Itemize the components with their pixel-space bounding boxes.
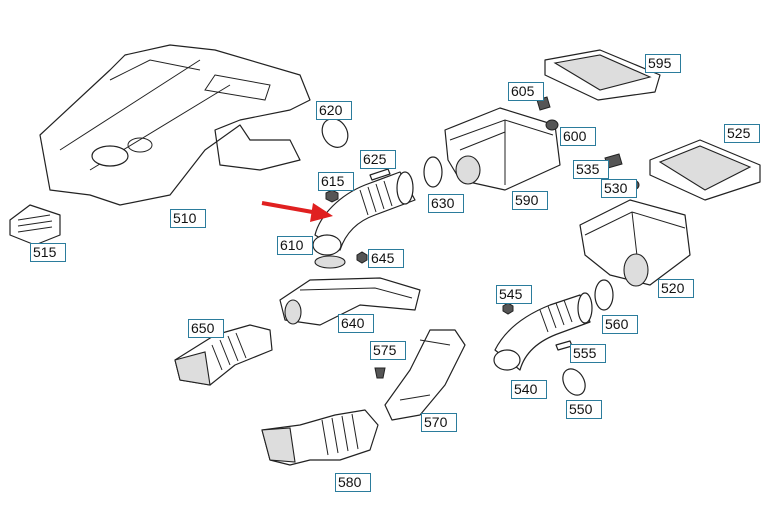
callout-590[interactable]: 590: [512, 191, 548, 210]
part-580-intake-hose: [261, 409, 379, 466]
callout-560[interactable]: 560: [602, 315, 638, 334]
callout-575[interactable]: 575: [370, 341, 406, 360]
part-600-plug: [545, 119, 559, 131]
callout-525[interactable]: 525: [724, 124, 760, 143]
callout-555[interactable]: 555: [570, 344, 606, 363]
part-525-air-filter: [649, 139, 761, 201]
part-640-air-duct: [279, 277, 421, 326]
callout-620[interactable]: 620: [316, 101, 352, 120]
part-520-filter-housing: [579, 199, 691, 287]
part-560-seal: [594, 279, 614, 311]
callout-540[interactable]: 540: [511, 380, 547, 399]
part-595-air-filter: [544, 49, 661, 101]
red-pointer-arrow: [261, 201, 333, 222]
callout-530[interactable]: 530: [601, 179, 637, 198]
part-590-filter-housing: [444, 107, 561, 191]
part-545-nut: [502, 302, 514, 315]
callout-580[interactable]: 580: [335, 473, 371, 492]
part-650-intake-hose: [174, 324, 273, 386]
callout-510[interactable]: 510: [170, 209, 206, 228]
part-515: [9, 204, 61, 246]
callout-550[interactable]: 550: [566, 400, 602, 419]
callout-650[interactable]: 650: [188, 319, 224, 338]
callout-640[interactable]: 640: [338, 314, 374, 333]
part-570-air-duct: [384, 329, 466, 421]
callout-595[interactable]: 595: [645, 54, 681, 73]
callout-605[interactable]: 605: [508, 82, 544, 101]
callout-625[interactable]: 625: [360, 150, 396, 169]
part-510-engine-cover: [39, 44, 311, 206]
part-610-intake-duct: [312, 171, 416, 269]
callout-645[interactable]: 645: [368, 249, 404, 268]
part-615-nut: [325, 189, 339, 203]
callout-610[interactable]: 610: [277, 236, 313, 255]
part-540-intake-duct: [493, 292, 593, 371]
callout-630[interactable]: 630: [428, 194, 464, 213]
callout-615[interactable]: 615: [318, 172, 354, 191]
callout-520[interactable]: 520: [658, 279, 694, 298]
part-645-nut: [356, 251, 368, 264]
callout-545[interactable]: 545: [496, 285, 532, 304]
part-550-clamp: [562, 368, 586, 396]
part-575-plug: [374, 367, 386, 379]
part-630-seal: [423, 156, 443, 188]
callout-535[interactable]: 535: [573, 160, 609, 179]
callout-515[interactable]: 515: [30, 243, 66, 262]
callout-600[interactable]: 600: [560, 127, 596, 146]
part-625-bolt: [369, 168, 391, 181]
callout-570[interactable]: 570: [421, 413, 457, 432]
part-620-clamp: [321, 118, 349, 148]
